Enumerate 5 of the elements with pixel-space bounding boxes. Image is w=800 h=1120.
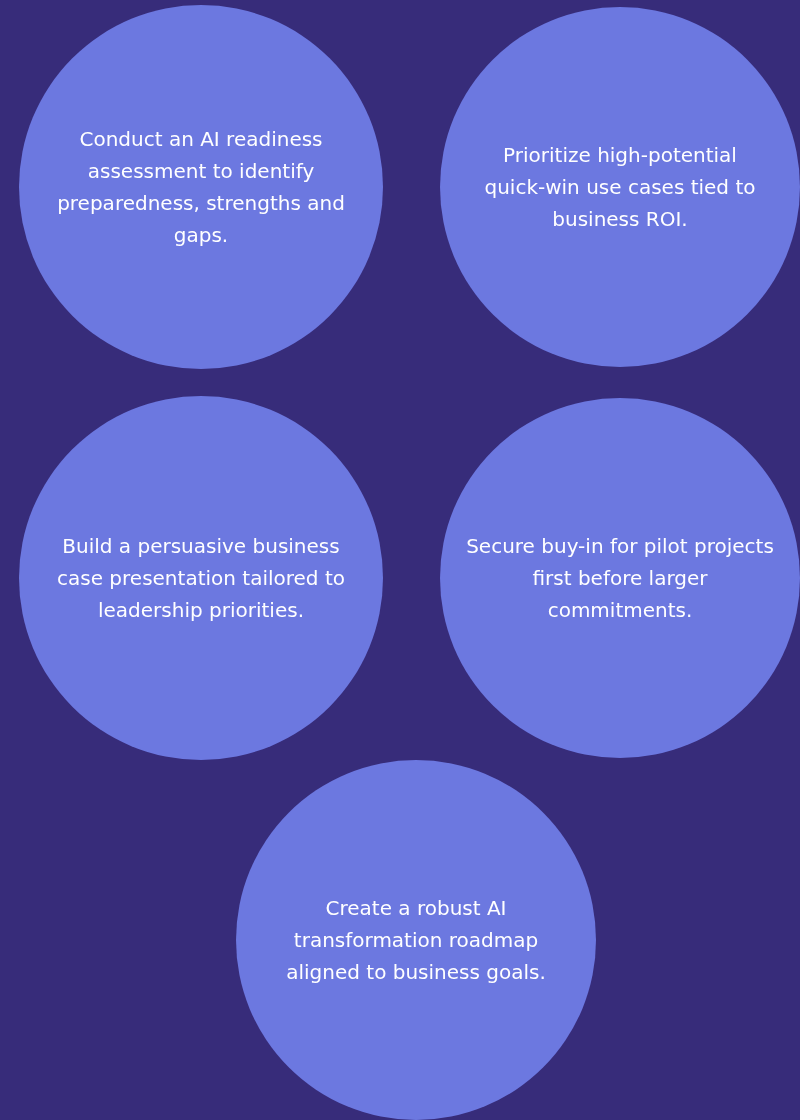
step-text: Build a persuasive business case presentation tailored to leadership priorities. (56, 533, 346, 624)
step-text: Prioritize high-potential quick-win use cases tied to business ROI. (483, 142, 757, 233)
step-text: Conduct an AI readiness assessment to identify preparedness, strengths and gaps. (56, 126, 346, 249)
step-text: Secure buy-in for pilot projects first before larger commitments. (465, 533, 775, 624)
step-text: Create a robust AI transformation roadmap aligned to business goals. (285, 895, 547, 986)
